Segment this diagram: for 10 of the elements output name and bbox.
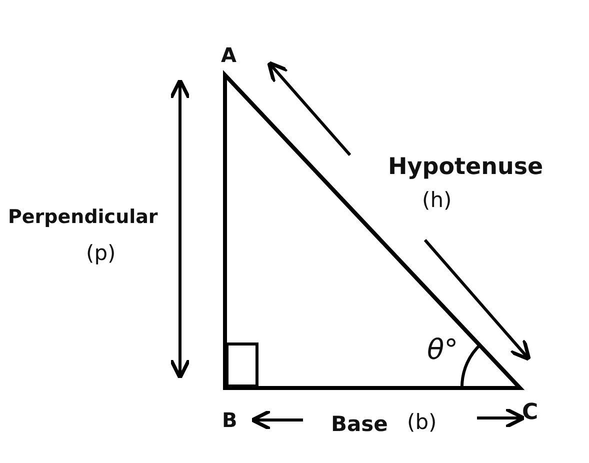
side-label: Perpendicular [8, 208, 158, 227]
symbol-label: (h) [422, 190, 452, 211]
vertex-label: C [522, 402, 538, 424]
side-label: Hypotenuse [388, 156, 544, 179]
symbol-label: (p) [86, 243, 116, 264]
vertex-label: B [222, 410, 238, 430]
symbol-label: (b) [407, 412, 437, 433]
side-label: Base [331, 414, 388, 435]
vertex-label: A [221, 45, 236, 65]
angle-label: θ° [427, 336, 458, 364]
